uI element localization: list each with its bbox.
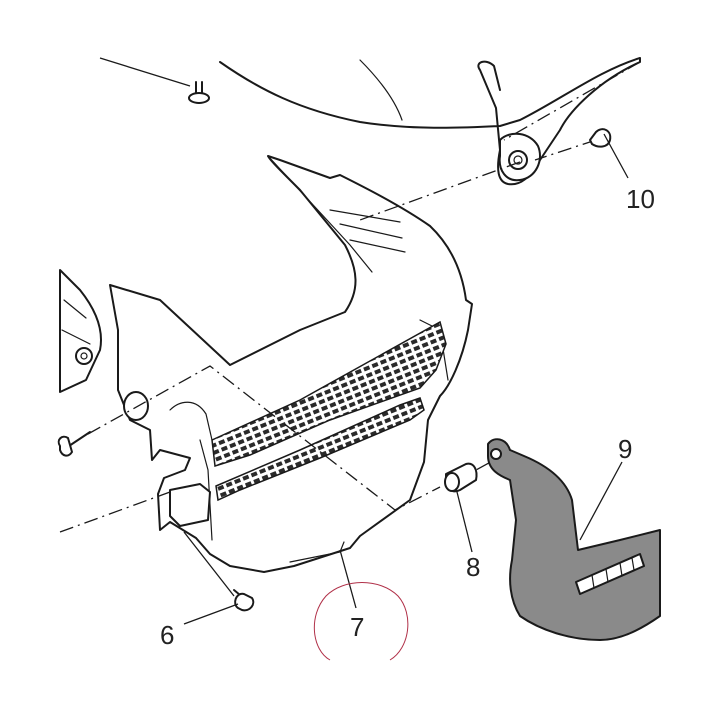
mounting-bracket	[498, 132, 541, 182]
screw-top-left	[188, 81, 210, 104]
spacer-8	[444, 462, 478, 493]
side-panel-9	[487, 438, 661, 641]
callout-7-highlight-circle	[313, 582, 409, 661]
side-component-left	[59, 269, 102, 393]
screw-left	[57, 431, 91, 457]
callout-9: 9	[618, 434, 632, 464]
screw-10	[589, 128, 612, 148]
leader-lines	[99, 57, 629, 625]
grille-mesh	[211, 320, 447, 502]
callout-7: 7	[350, 612, 364, 642]
callout-8: 8	[466, 552, 480, 582]
callout-10: 10	[626, 184, 655, 214]
screw-6	[233, 589, 255, 612]
callout-6: 6	[160, 620, 174, 650]
lower-fairing-body	[109, 155, 473, 573]
